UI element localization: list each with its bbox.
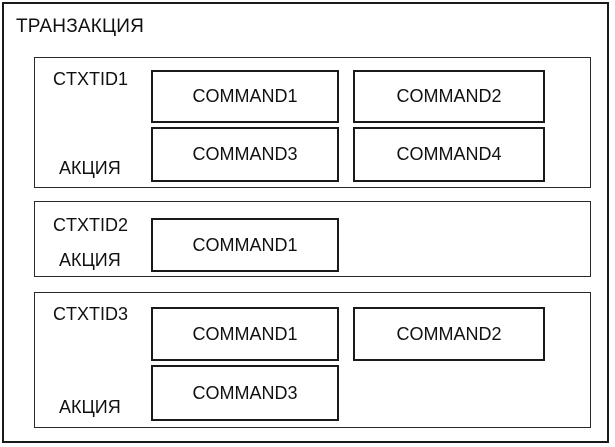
command-box: COMMAND1 — [151, 218, 339, 272]
command-box: COMMAND3 — [151, 365, 339, 421]
command-box: COMMAND2 — [353, 70, 545, 123]
command-box: COMMAND1 — [151, 70, 339, 123]
context-box-3: CTXTID3 АКЦИЯ COMMAND1 COMMAND2 COMMAND3 — [34, 292, 591, 428]
command-box: COMMAND4 — [353, 127, 545, 182]
transaction-box: ТРАНЗАКЦИЯ CTXTID1 АКЦИЯ COMMAND1 COMMAN… — [2, 2, 609, 443]
command-box: COMMAND2 — [353, 307, 545, 361]
command-box: COMMAND3 — [151, 127, 339, 182]
context-id-label: CTXTID2 — [53, 215, 129, 235]
context-box-2: CTXTID2 АКЦИЯ COMMAND1 — [34, 201, 591, 277]
context-box-1: CTXTID1 АКЦИЯ COMMAND1 COMMAND2 COMMAND3… — [34, 57, 591, 188]
command-box: COMMAND1 — [151, 307, 339, 361]
action-label: АКЦИЯ — [59, 397, 121, 417]
context-id-label: CTXTID3 — [53, 304, 129, 324]
action-label: АКЦИЯ — [59, 158, 121, 178]
transaction-title: ТРАНЗАКЦИЯ — [16, 16, 145, 37]
context-id-label: CTXTID1 — [53, 69, 129, 89]
action-label: АКЦИЯ — [59, 250, 121, 270]
